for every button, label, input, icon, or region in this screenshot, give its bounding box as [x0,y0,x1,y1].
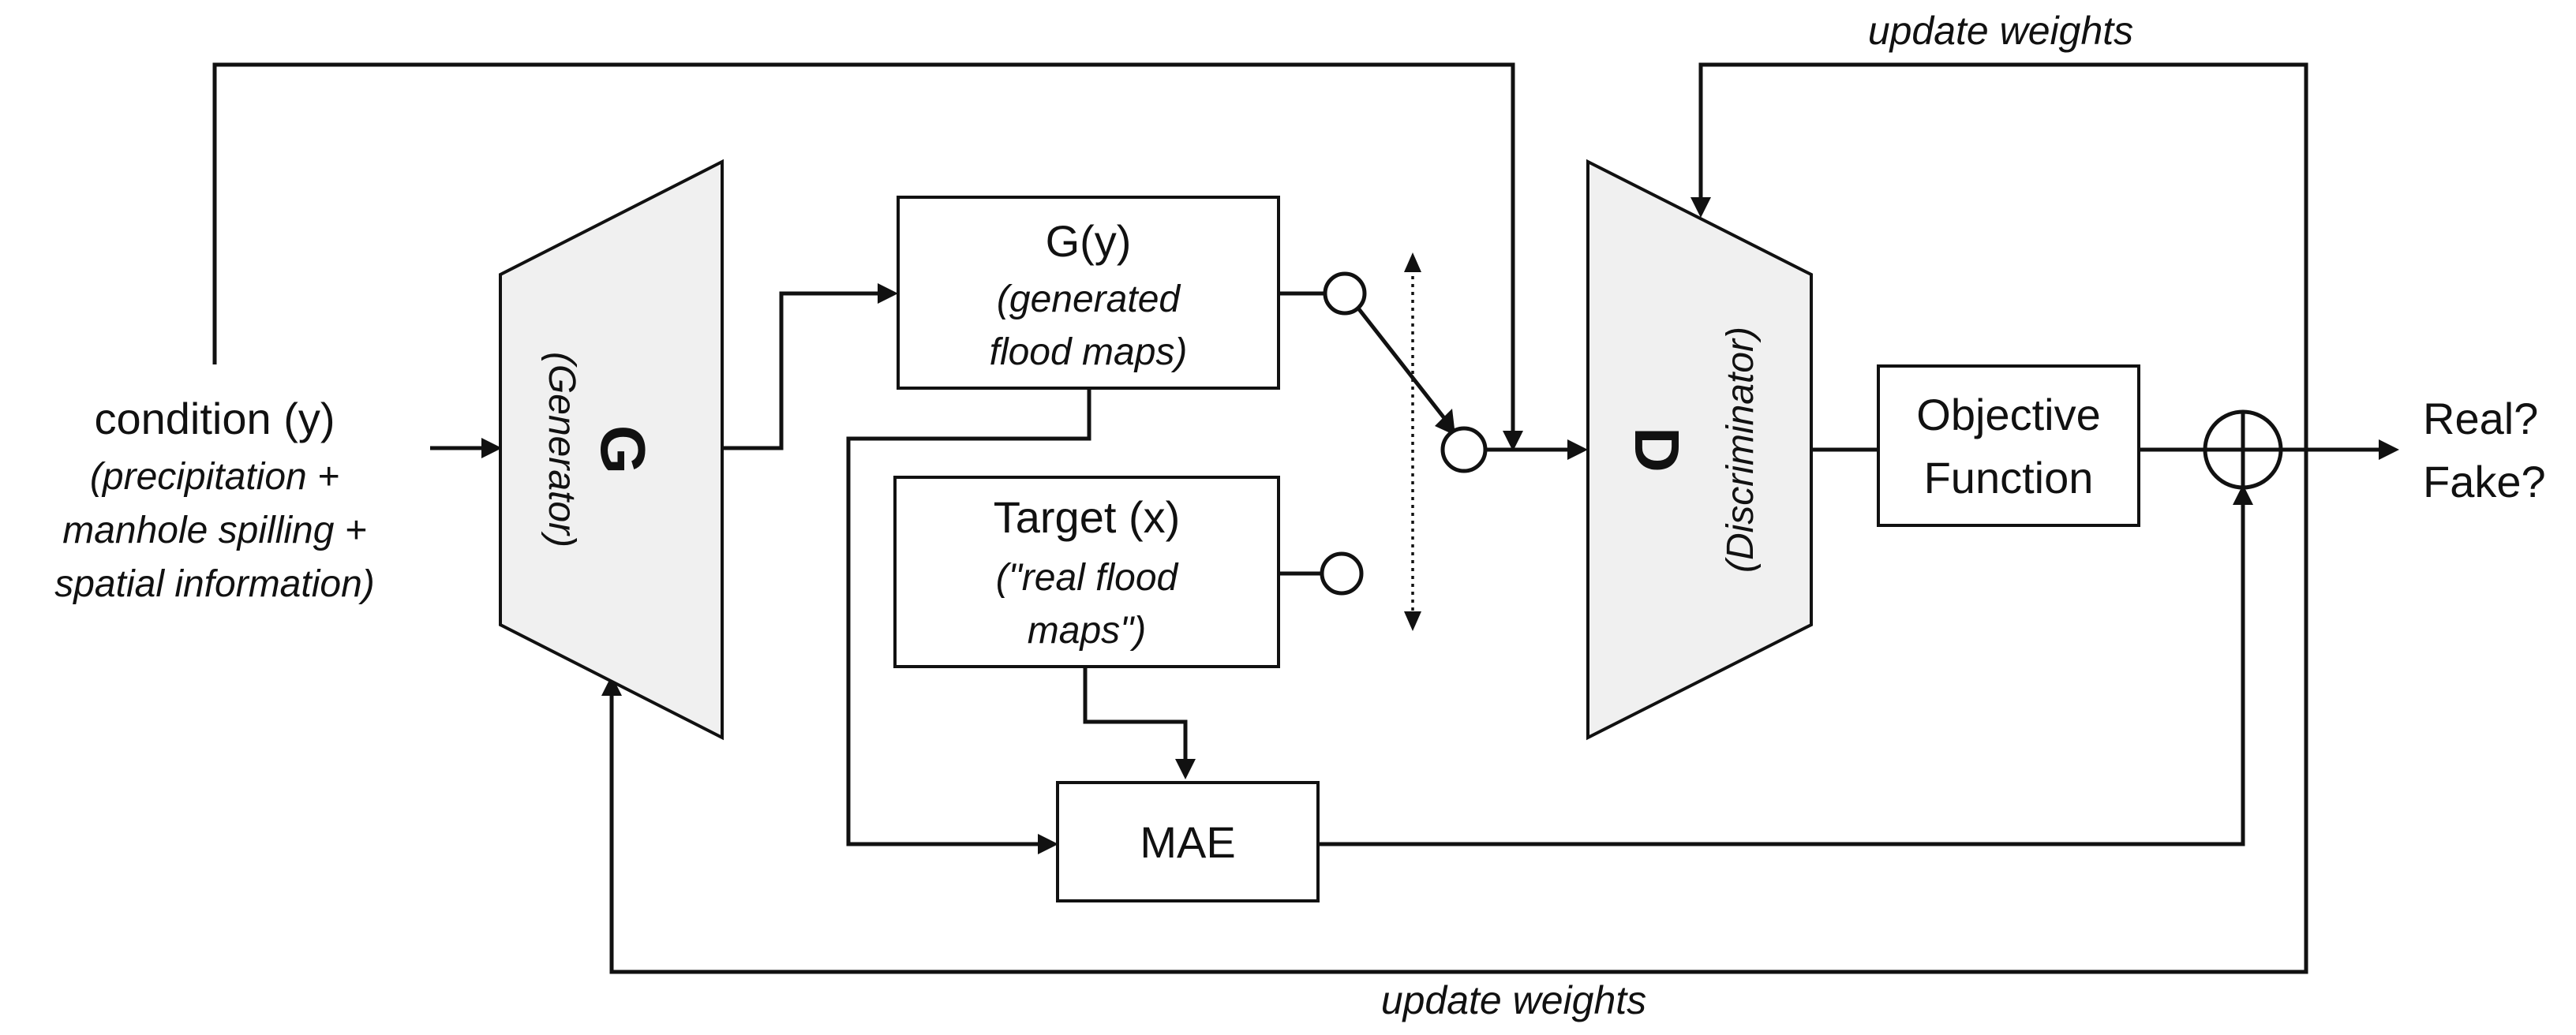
mae-box [1056,781,1320,902]
target-title: Target (x) [994,492,1181,542]
switch-pivot [1440,426,1488,473]
toggle-up-arrowhead [1404,252,1421,272]
target-desc-line2: maps") [1028,610,1146,652]
generated-box [897,196,1280,390]
objective-line2: Function [1924,453,2094,503]
update-generator-line [609,450,2308,974]
condition-line1: (precipitation + [90,456,339,498]
objective-box [1877,364,2140,527]
condition-line2: manhole spilling + [62,510,367,551]
condition-title: condition (y) [94,394,335,443]
generator-to-output-line [722,291,879,450]
condition-to-generator-arrowhead [481,438,502,458]
discriminator-name: (Discriminator) [1720,327,1762,573]
condition-line3: spatial information) [54,563,375,605]
discriminator-letter: D [1622,427,1692,473]
target-contact [1320,551,1364,596]
generated-contact [1323,271,1367,316]
generated-to-mae-arrowhead [1038,834,1058,854]
target-to-mae-line [1083,667,1188,760]
switch-to-discriminator-arrowhead [1567,439,1588,460]
generator-shape [499,159,724,741]
update-generator-arrowhead [601,675,622,696]
target-box [893,476,1280,668]
switch-lever [1357,308,1446,420]
target-desc-line1: ("real flood [996,557,1179,599]
mae-to-sum-line [1318,503,2245,846]
generator-to-output-arrowhead [878,283,898,304]
generator-name: (Generator) [541,352,582,547]
generated-to-mae-line [846,388,1091,846]
output-real: Real? [2423,394,2538,443]
mae-to-sum-arrowhead [2233,484,2253,505]
switch-lever-arrowhead [1435,409,1455,435]
condition-to-discriminator-arrowhead [1503,431,1523,451]
update-weights-top-label: update weights [1868,9,2133,53]
generated-desc-line1: (generated [997,278,1181,320]
update-discriminator-arrowhead [1690,197,1711,218]
target-to-mae-arrowhead [1175,759,1196,779]
condition-to-discriminator-line [212,62,1515,434]
update-discriminator-line [1698,62,2308,450]
objective-line1: Objective [1916,390,2100,439]
update-weights-bottom-label: update weights [1381,978,1646,1022]
generated-title: G(y) [1046,216,1132,266]
output-fake: Fake? [2423,457,2546,506]
generated-desc-line2: flood maps) [990,331,1188,373]
sum-to-output-arrowhead [2379,439,2399,460]
discriminator-shape [1586,159,1813,741]
toggle-down-arrowhead [1404,611,1421,631]
mae-label: MAE [1140,817,1235,867]
generator-letter: G [588,425,658,474]
